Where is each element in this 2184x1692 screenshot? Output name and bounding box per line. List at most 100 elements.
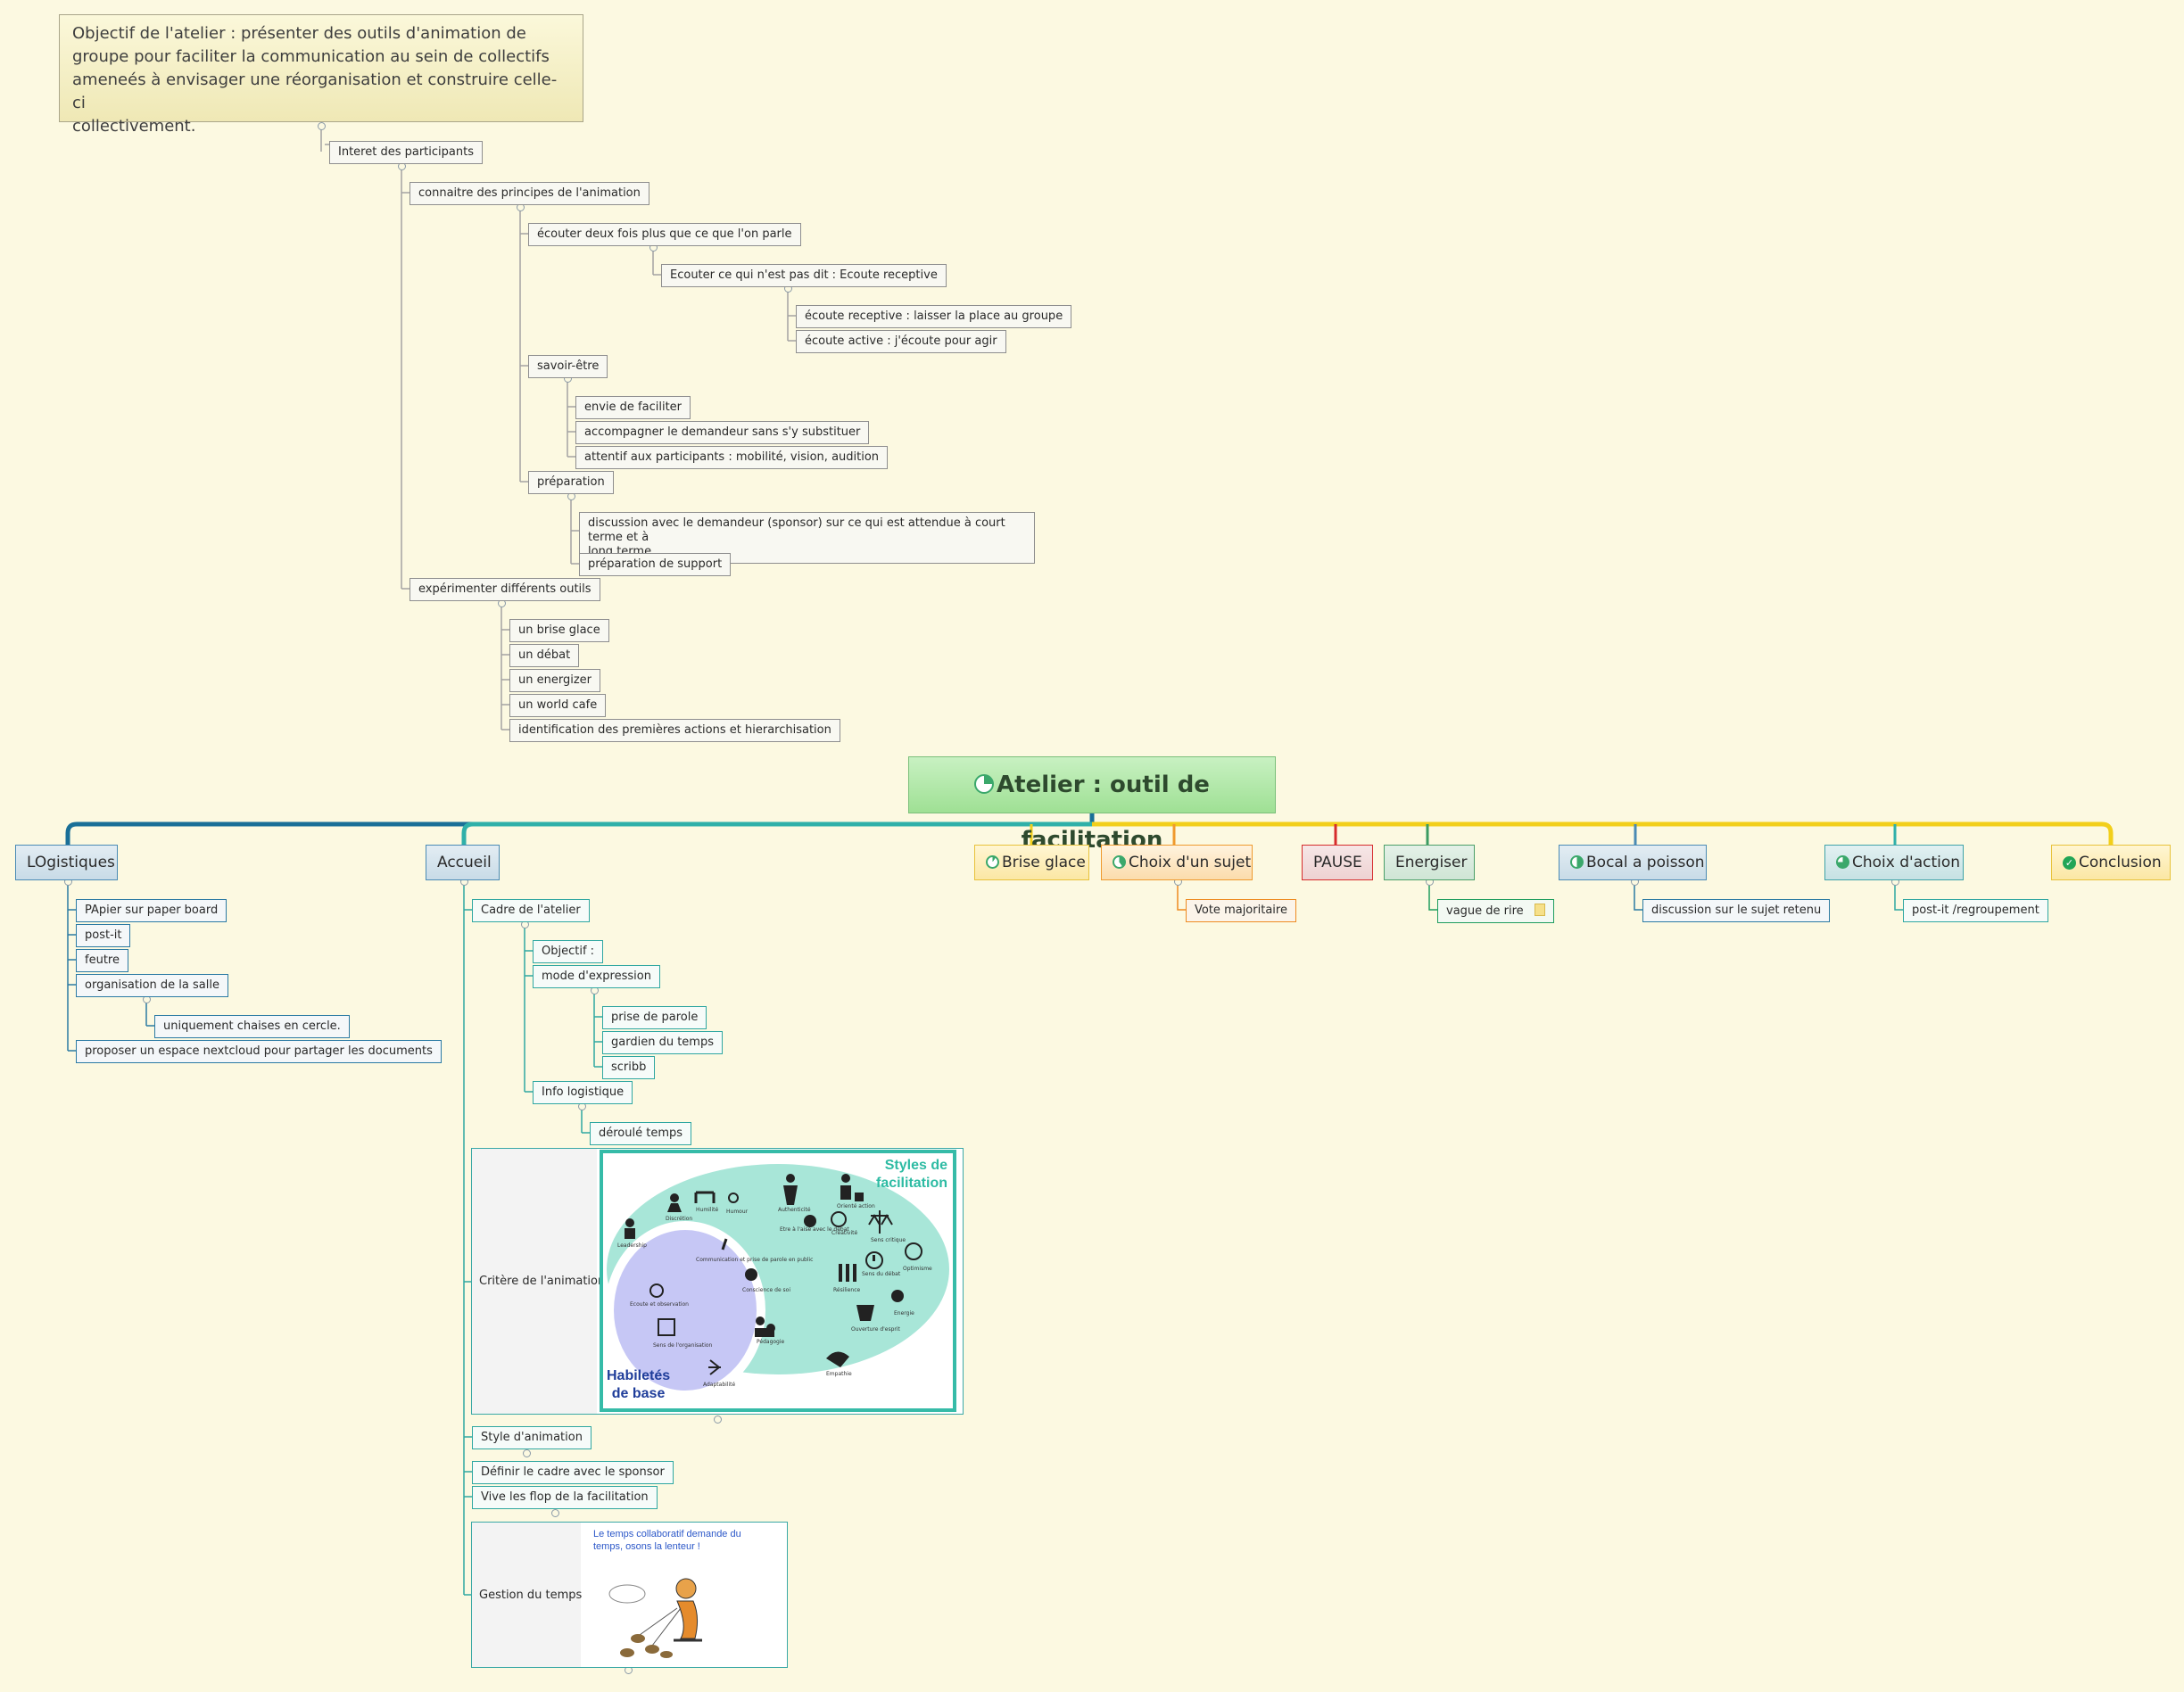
base-title-line: Habiletés xyxy=(607,1368,671,1383)
branch-label: Energiser xyxy=(1395,854,1468,871)
branch-label: Bocal a poisson xyxy=(1586,854,1705,871)
topic-label: Critère de l'animation xyxy=(479,1275,606,1288)
topic-postit[interactable]: post-it xyxy=(76,924,131,947)
topic-envie[interactable]: envie de faciliter xyxy=(575,396,691,419)
style-label: Humilité xyxy=(696,1207,719,1213)
topic-accompagner[interactable]: accompagner le demandeur sans s'y substi… xyxy=(575,421,870,444)
styles-title-line: Styles de xyxy=(884,1158,947,1173)
style-label: Créativité xyxy=(831,1230,858,1236)
branch-choix-sujet[interactable]: Choix d'un sujet xyxy=(1101,845,1253,880)
note-line: ameneés à envisager une réorganisation e… xyxy=(72,70,558,112)
topic-ecoute-active[interactable]: écoute active : j'écoute pour agir xyxy=(796,330,1006,353)
branch-label: Choix d'un sujet xyxy=(1129,854,1252,871)
style-label: Ouverture d'esprit xyxy=(851,1326,900,1333)
topic-label: vague de rire xyxy=(1446,904,1524,918)
collapse-toggle[interactable] xyxy=(318,122,326,130)
topic-info-logistique[interactable]: Info logistique xyxy=(533,1081,633,1104)
topic-savoir-etre[interactable]: savoir-être xyxy=(528,355,608,378)
topic-ecouter[interactable]: écouter deux fois plus que ce que l'on p… xyxy=(528,223,801,246)
topic-outil[interactable]: identification des premières actions et … xyxy=(509,719,840,742)
collapse-toggle[interactable] xyxy=(523,1449,531,1457)
gestion-caption: Le temps collaboratif demande du temps, … xyxy=(593,1528,741,1553)
objective-note[interactable]: Objectif de l'atelier : présenter des ou… xyxy=(59,14,583,136)
branch-brise-glace[interactable]: Brise glace xyxy=(974,845,1089,880)
branch-logistiques[interactable]: LOgistiques xyxy=(15,845,118,880)
topic-prise-parole[interactable]: prise de parole xyxy=(602,1006,707,1029)
progress-pie-icon xyxy=(974,774,995,794)
topic-line: discussion avec le demandeur (sponsor) s… xyxy=(588,516,1005,544)
collapse-toggle[interactable] xyxy=(551,1509,559,1517)
base-title-line: de base xyxy=(611,1386,666,1401)
style-label: Optimisme xyxy=(903,1266,932,1272)
progress-pie-icon xyxy=(1113,855,1126,869)
branch-label: Brise glace xyxy=(1002,854,1086,871)
branch-label: Accueil xyxy=(437,854,492,871)
progress-pie-icon xyxy=(1570,855,1584,869)
topic-interet[interactable]: Interet des participants xyxy=(329,141,483,164)
topic-discussion-sujet[interactable]: discussion sur le sujet retenu xyxy=(1642,899,1831,922)
branch-bocal[interactable]: Bocal a poisson xyxy=(1559,845,1707,880)
skill-label: Communication et prise de parole en publ… xyxy=(696,1257,814,1263)
topic-vague[interactable]: vague de rire xyxy=(1437,899,1554,923)
caption-line: Le temps collaboratif demande du xyxy=(593,1529,741,1539)
topic-vive[interactable]: Vive les flop de la facilitation xyxy=(472,1486,658,1509)
styles-diagram xyxy=(605,1164,949,1399)
check-icon: ✓ xyxy=(2063,856,2076,870)
caption-line: temps, osons la lenteur ! xyxy=(593,1541,700,1552)
branch-accueil[interactable]: Accueil xyxy=(426,845,500,880)
topic-cadre[interactable]: Cadre de l'atelier xyxy=(472,899,590,922)
topic-deroule[interactable]: déroulé temps xyxy=(590,1122,692,1145)
topic-style[interactable]: Style d'animation xyxy=(472,1426,592,1449)
branch-conclusion[interactable]: ✓Conclusion xyxy=(2051,845,2171,880)
topic-organisation[interactable]: organisation de la salle xyxy=(76,974,228,997)
topic-vote[interactable]: Vote majoritaire xyxy=(1186,899,1296,922)
branch-energiser[interactable]: Energiser xyxy=(1384,845,1475,880)
branch-pause[interactable]: PAUSE xyxy=(1302,845,1373,880)
branch-label: PAUSE xyxy=(1313,854,1362,871)
topic-gardien[interactable]: gardien du temps xyxy=(602,1031,723,1054)
topic-prep-support[interactable]: préparation de support xyxy=(579,553,732,576)
topic-preparation[interactable]: préparation xyxy=(528,471,614,494)
style-label: Résilience xyxy=(833,1287,861,1293)
progress-pie-icon xyxy=(1836,855,1849,869)
topic-gestion-image[interactable]: Gestion du temps Le temps collaboratif d… xyxy=(471,1522,788,1668)
note-line: groupe pour faciliter la communication a… xyxy=(72,47,550,66)
topic-outil[interactable]: un world cafe xyxy=(509,694,607,717)
topic-experimenter[interactable]: expérimenter différents outils xyxy=(410,578,600,601)
collapse-toggle[interactable] xyxy=(714,1416,722,1424)
base-skills-title: Habiletés de base xyxy=(607,1367,670,1403)
style-label: Etre à l'aise avec le débat xyxy=(780,1226,849,1233)
topic-scribb[interactable]: scribb xyxy=(602,1056,656,1079)
topic-connaitre[interactable]: connaitre des principes de l'animation xyxy=(410,182,649,205)
topic-discussion-sponsor[interactable]: discussion avec le demandeur (sponsor) s… xyxy=(579,512,1035,564)
topic-label: Gestion du temps xyxy=(479,1589,583,1602)
branch-choix-action[interactable]: Choix d'action xyxy=(1824,845,1964,880)
central-topic[interactable]: Atelier : outil de facilitation xyxy=(908,756,1276,854)
topic-outil[interactable]: un energizer xyxy=(509,669,600,692)
topic-chaises[interactable]: uniquement chaises en cercle. xyxy=(154,1015,350,1038)
style-label: Humour xyxy=(726,1209,749,1215)
skill-label: Pédagogie xyxy=(757,1339,785,1345)
topic-feutre[interactable]: feutre xyxy=(76,949,128,972)
topic-nextcloud[interactable]: proposer un espace nextcloud pour partag… xyxy=(76,1040,442,1063)
topic-attentif[interactable]: attentif aux participants : mobilité, vi… xyxy=(575,446,889,469)
topic-outil[interactable]: un débat xyxy=(509,644,580,667)
styles-title-line: facilitation xyxy=(875,1176,947,1191)
topic-objectif[interactable]: Objectif : xyxy=(533,940,604,963)
topic-ecoute-receptive[interactable]: écoute receptive : laisser la place au g… xyxy=(796,305,1072,328)
note-icon xyxy=(1534,904,1545,916)
style-label: Authenticité xyxy=(778,1207,811,1213)
topic-mode[interactable]: mode d'expression xyxy=(533,965,660,988)
style-label: Sens critique xyxy=(871,1237,906,1243)
topic-postit-regroupement[interactable]: post-it /regroupement xyxy=(1903,899,2048,922)
topic-outil[interactable]: un brise glace xyxy=(509,619,609,642)
topic-papier[interactable]: PApier sur paper board xyxy=(76,899,228,922)
styles-title: Styles de facilitation xyxy=(876,1157,947,1193)
topic-definir[interactable]: Définir le cadre avec le sponsor xyxy=(472,1461,674,1484)
note-line: collectivement. xyxy=(72,117,196,136)
skill-label: Conscience de soi xyxy=(742,1287,791,1293)
branch-label: Conclusion xyxy=(2079,854,2162,871)
branch-label: LOgistiques xyxy=(27,854,115,871)
note-line: Objectif de l'atelier : présenter des ou… xyxy=(72,24,526,43)
topic-ecouter-pas-dit[interactable]: Ecouter ce qui n'est pas dit : Ecoute re… xyxy=(661,264,947,287)
